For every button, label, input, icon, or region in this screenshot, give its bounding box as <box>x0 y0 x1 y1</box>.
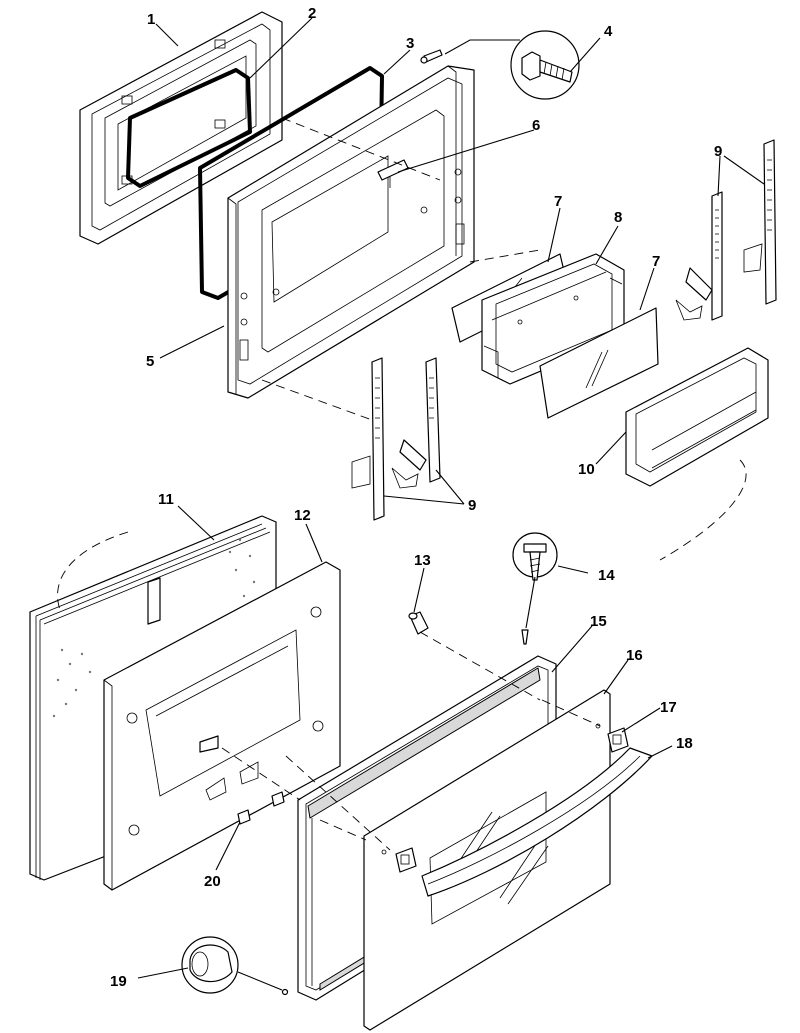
alignment-line <box>419 631 541 701</box>
door-button-part <box>281 988 289 996</box>
screw-detail-magnifier <box>510 30 580 100</box>
callout-10: 10 <box>578 461 595 478</box>
handle-end-cap-part <box>395 727 629 873</box>
alignment-line <box>319 819 367 841</box>
callout-16: 16 <box>626 647 643 664</box>
button-detail-leader <box>237 971 283 991</box>
alignment-line <box>285 755 391 851</box>
hinge-upper-right-b-part <box>743 139 777 305</box>
inner-gasket-part <box>126 68 252 188</box>
callout-18: 18 <box>676 735 693 752</box>
callout-11: 11 <box>158 491 174 508</box>
screw-detail-leader <box>525 576 536 629</box>
small-spacer-part <box>237 791 285 825</box>
callout-1: 1 <box>147 11 155 28</box>
alignment-line <box>221 747 301 801</box>
door-back-panel-part <box>103 561 341 891</box>
handle-screw-part <box>521 629 529 645</box>
callout-20: 20 <box>204 873 221 890</box>
callout-13: 13 <box>414 552 431 569</box>
alignment-line <box>659 459 747 561</box>
callout-17: 17 <box>660 699 677 716</box>
callout-5: 5 <box>146 353 154 370</box>
hinge-upper-right-a-part <box>675 191 723 321</box>
handle-screw-detail-magnifier <box>512 532 558 581</box>
hinge-lower-a-part <box>351 357 385 521</box>
callout-9-upper: 9 <box>714 143 722 160</box>
callout-3: 3 <box>406 35 414 52</box>
callout-19: 19 <box>110 973 127 990</box>
hinge-lower-b-part <box>391 357 441 489</box>
callout-12: 12 <box>294 507 311 524</box>
alignment-line <box>281 117 441 181</box>
alignment-line <box>469 249 541 263</box>
callout-2: 2 <box>308 5 316 22</box>
window-glass-right-part <box>539 307 659 419</box>
callout-15: 15 <box>590 613 607 630</box>
small-bracket-part <box>377 159 409 188</box>
callout-14: 14 <box>598 567 615 584</box>
door-bumper-part <box>408 611 429 635</box>
screw-detail-leader <box>444 39 520 55</box>
screw-part <box>420 49 443 64</box>
alignment-line <box>57 531 129 611</box>
alignment-line <box>261 379 373 421</box>
callout-6: 6 <box>532 117 540 134</box>
callout-7-right: 7 <box>652 253 660 270</box>
button-detail-magnifier <box>181 936 239 994</box>
callout-leaders <box>137 17 765 979</box>
callout-4: 4 <box>604 23 613 40</box>
alignment-line <box>541 699 601 727</box>
lower-glass-channel-part <box>625 347 769 487</box>
callout-7-left: 7 <box>554 193 562 210</box>
door-inner-panel-part <box>227 65 475 399</box>
callout-8: 8 <box>614 209 622 226</box>
callout-9-lower: 9 <box>468 497 476 514</box>
